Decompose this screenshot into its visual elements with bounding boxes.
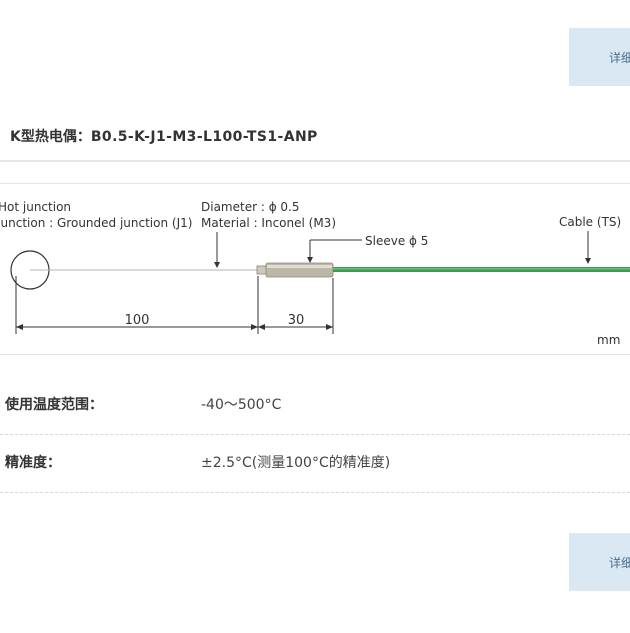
- spec-row-accuracy: 精准度： ±2.5°C(测量100°C的精准度): [0, 434, 630, 493]
- diameter-label: Diameter : ϕ 0.5: [201, 200, 300, 214]
- dim-arrow-mid-right: [258, 324, 265, 330]
- cable-label: Cable (TS): [559, 215, 621, 229]
- detail-button-label: 详细: [609, 555, 630, 570]
- dim-arrow-right: [326, 324, 333, 330]
- detail-button-label: 详细: [609, 50, 630, 65]
- detail-button[interactable]: 详细: [569, 28, 630, 86]
- sleeve-arrowhead: [307, 257, 313, 263]
- sleeve-label: Sleeve ϕ 5: [365, 234, 428, 248]
- cable-arrowhead: [585, 258, 591, 264]
- unit-label: mm: [597, 333, 620, 347]
- product-title: K型热电偶：B0.5-K-J1-M3-L100-TS1-ANP: [10, 126, 318, 146]
- divider: [0, 160, 630, 162]
- dim-length-label: 100: [125, 313, 150, 328]
- hot-junction-label: Hot junction: [0, 200, 71, 214]
- sleeve-highlight: [267, 265, 332, 268]
- dim-arrow-mid-left: [251, 324, 258, 330]
- spec-label: 使用温度范围：: [5, 397, 103, 413]
- sleeve-neck: [256, 265, 268, 275]
- junction-type-label: Junction : Grounded junction (J1): [0, 216, 192, 230]
- spec-label: 精准度：: [5, 455, 61, 471]
- dim-arrow-left: [16, 324, 23, 330]
- spec-row-temperature: 使用温度范围： -40～500°C: [0, 376, 630, 435]
- dim-sleeve-label: 30: [288, 313, 305, 328]
- product-model: B0.5-K-J1-M3-L100-TS1-ANP: [90, 129, 318, 145]
- detail-button[interactable]: 详细: [569, 533, 630, 591]
- diameter-arrowhead: [214, 262, 220, 268]
- diagram-drawing: Hot junction Junction : Grounded junctio…: [0, 200, 630, 347]
- product-type-label: K型热电偶：: [10, 129, 91, 145]
- spec-value: ±2.5°C(测量100°C的精准度): [201, 455, 391, 471]
- material-label: Material : Inconel (M3): [201, 216, 336, 230]
- thermocouple-diagram: Hot junction Junction : Grounded junctio…: [0, 183, 630, 355]
- spec-value: -40～500°C: [201, 397, 282, 413]
- cable-highlight: [333, 268, 630, 270]
